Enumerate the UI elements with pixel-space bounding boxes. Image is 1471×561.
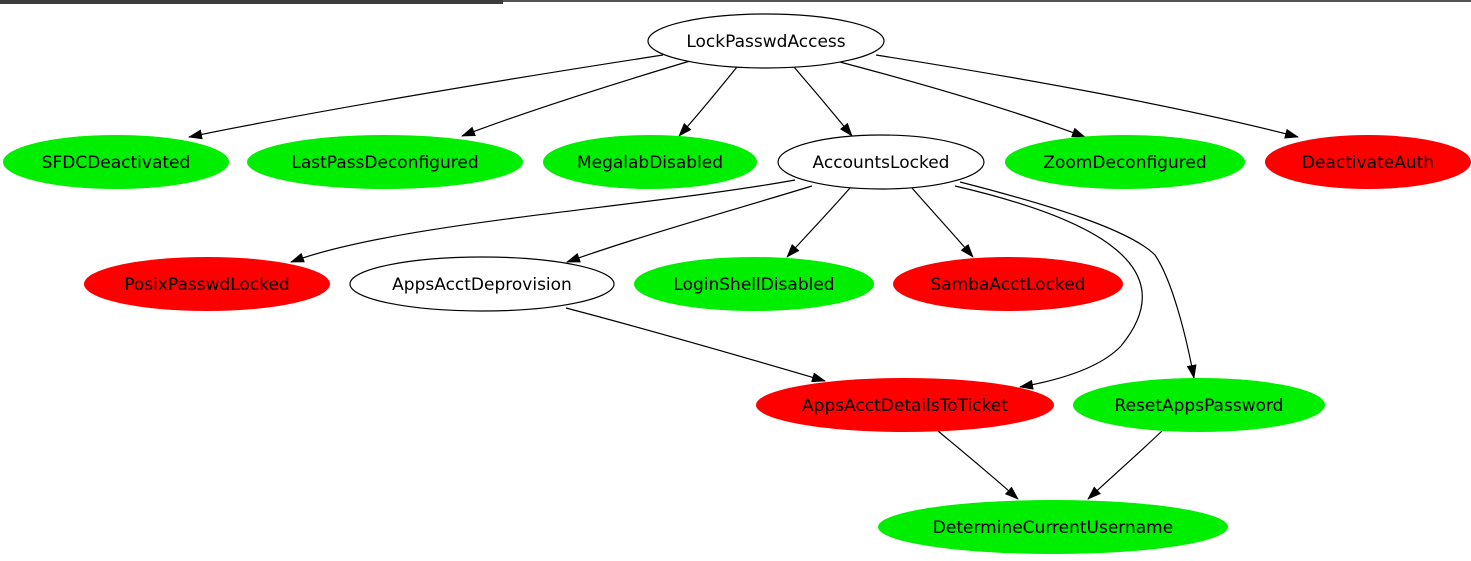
node-shape bbox=[647, 13, 885, 69]
node-appsacctdeprovision: AppsAcctDeprovision bbox=[349, 256, 615, 312]
node-loginshelldisabled: LoginShellDisabled bbox=[634, 257, 874, 311]
node-label: LoginShellDisabled bbox=[673, 275, 834, 295]
window-top-border bbox=[503, 0, 1471, 2]
edge-accountslocked-to-loginshelldisabled bbox=[786, 187, 851, 258]
edge-lockpasswdaccess-to-deactivateauth bbox=[875, 54, 1299, 139]
node-resetappspassword: ResetAppsPassword bbox=[1073, 378, 1325, 432]
node-shape bbox=[543, 135, 757, 189]
edges-layer bbox=[188, 54, 1299, 500]
node-determinecurrentusername: DetermineCurrentUsername bbox=[878, 500, 1228, 554]
edge-resetappspassword-to-determinecurrentusername bbox=[1087, 430, 1163, 500]
node-label: ResetAppsPassword bbox=[1115, 396, 1284, 416]
edge-accountslocked-to-posixpasswdlocked bbox=[290, 179, 796, 263]
node-shape bbox=[349, 256, 615, 312]
node-label: DeactivateAuth bbox=[1302, 153, 1434, 173]
node-shape bbox=[878, 500, 1228, 554]
node-shape bbox=[1265, 135, 1471, 189]
node-shape bbox=[3, 135, 229, 189]
node-label: MegalabDisabled bbox=[577, 153, 723, 173]
node-label: AppsAcctDeprovision bbox=[392, 275, 572, 295]
node-shape bbox=[893, 257, 1123, 311]
edge-accountslocked-to-appsacctdetailstoticket bbox=[954, 185, 1143, 390]
node-sambaacctlocked: SambaAcctLocked bbox=[893, 257, 1123, 311]
edge-appsacctdeprovision-to-appsacctdetailstoticket bbox=[565, 307, 826, 383]
edge-appsacctdetailstoticket-to-determinecurrentusername bbox=[937, 430, 1019, 500]
node-posixpasswdlocked: PosixPasswdLocked bbox=[84, 257, 330, 311]
node-label: LockPasswdAccess bbox=[686, 32, 845, 52]
edge-lockpasswdaccess-to-megalabdisabled bbox=[678, 66, 738, 137]
window-top-bar bbox=[0, 0, 503, 4]
node-lockpasswdaccess: LockPasswdAccess bbox=[647, 13, 885, 69]
edge-lockpasswdaccess-to-sfdcdeactivated bbox=[188, 54, 664, 140]
node-shape bbox=[756, 378, 1054, 432]
edge-accountslocked-to-resetappspassword bbox=[959, 181, 1197, 379]
node-label: AccountsLocked bbox=[813, 153, 950, 173]
node-shape bbox=[777, 134, 985, 190]
node-label: AppsAcctDetailsToTicket bbox=[802, 396, 1008, 416]
node-appsacctdetailstoticket: AppsAcctDetailsToTicket bbox=[756, 378, 1054, 432]
node-shape bbox=[84, 257, 330, 311]
edge-lockpasswdaccess-to-accountslocked bbox=[793, 66, 853, 137]
node-zoomdeconfigured: ZoomDeconfigured bbox=[1005, 135, 1245, 189]
edge-accountslocked-to-sambaacctlocked bbox=[911, 187, 974, 258]
node-shape bbox=[247, 135, 523, 189]
edge-accountslocked-to-appsacctdeprovision bbox=[566, 185, 813, 263]
node-label: DetermineCurrentUsername bbox=[933, 518, 1173, 538]
edge-lockpasswdaccess-to-zoomdeconfigured bbox=[835, 60, 1086, 138]
node-label: LastPassDeconfigured bbox=[291, 153, 478, 173]
node-accountslocked: AccountsLocked bbox=[777, 134, 985, 190]
node-sfdcdeactivated: SFDCDeactivated bbox=[3, 135, 229, 189]
node-megalabdisabled: MegalabDisabled bbox=[543, 135, 757, 189]
node-shape bbox=[1073, 378, 1325, 432]
node-shape bbox=[634, 257, 874, 311]
edge-lockpasswdaccess-to-lastpassdeconfigured bbox=[461, 60, 691, 137]
node-label: ZoomDeconfigured bbox=[1043, 153, 1206, 173]
node-label: PosixPasswdLocked bbox=[124, 275, 289, 295]
node-label: SFDCDeactivated bbox=[42, 153, 191, 173]
node-deactivateauth: DeactivateAuth bbox=[1265, 135, 1471, 189]
node-label: SambaAcctLocked bbox=[930, 275, 1085, 295]
node-shape bbox=[1005, 135, 1245, 189]
node-lastpassdeconfigured: LastPassDeconfigured bbox=[247, 135, 523, 189]
